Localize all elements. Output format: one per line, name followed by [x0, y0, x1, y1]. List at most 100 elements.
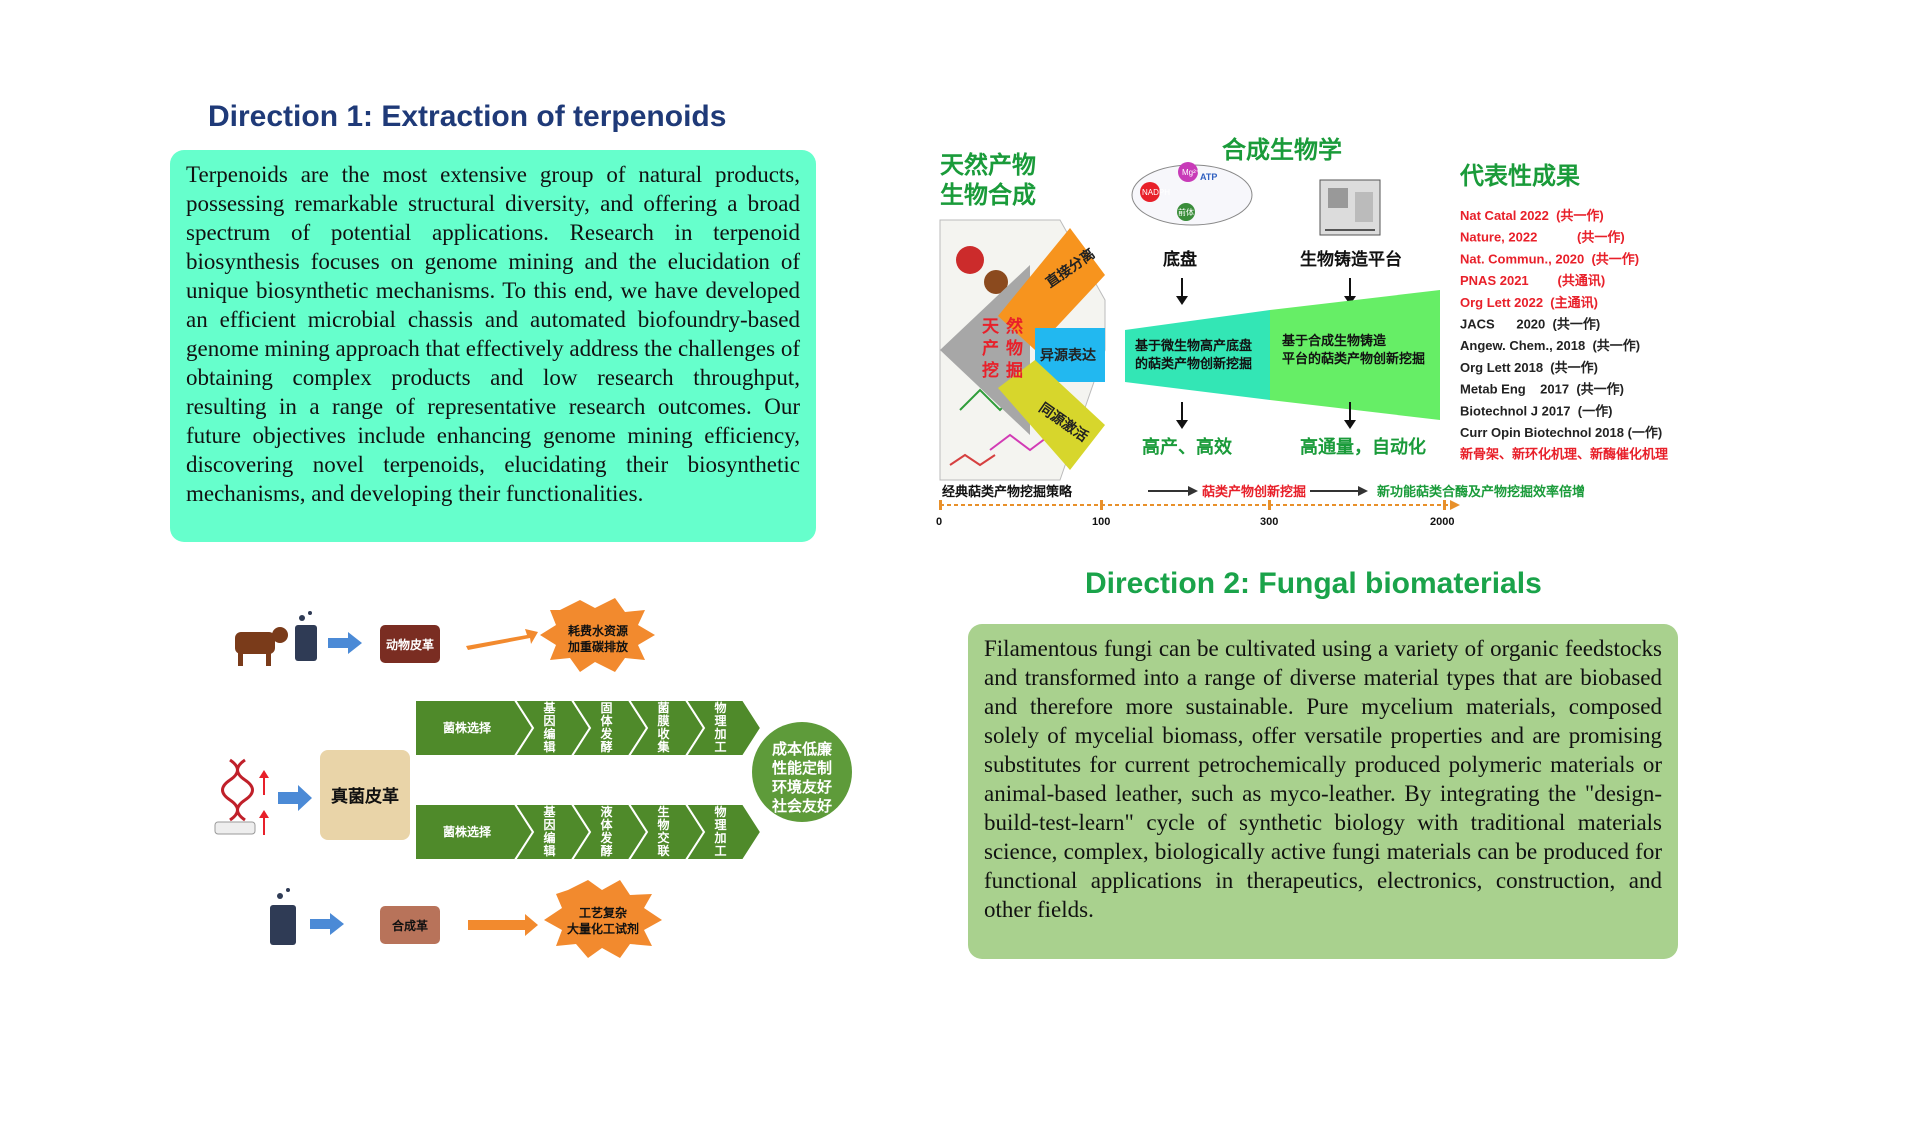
- timeline-label-innovative: 萜类产物创新挖掘: [1202, 484, 1306, 499]
- band-biofoundry: [1270, 290, 1440, 420]
- synthetic-leather-label: 合成革: [392, 918, 428, 933]
- band2-line1: 基于合成生物铸造: [1281, 333, 1387, 348]
- fungal-leather-label: 真菌皮革: [331, 786, 399, 806]
- fungal-leather-block: [320, 750, 410, 840]
- animal-burst-line1: 耗费水资源: [568, 623, 628, 638]
- direction2-description: Filamentous fungi can be cultivated usin…: [968, 624, 1678, 959]
- publication-list: Nat Catal 2022 (共一作) Nature, 2022 (共一作) Na…: [1460, 208, 1668, 462]
- band-chassis: [1125, 310, 1270, 400]
- arrow-icon: [278, 785, 312, 811]
- arrow-icon: [328, 632, 362, 654]
- arrow-icon: [466, 629, 538, 650]
- fan-label-heterologous: 异源表达: [1040, 347, 1096, 363]
- fan-segment-homologous: [998, 360, 1105, 470]
- up-arrow-icon: [259, 770, 269, 835]
- center-char: 然: [1006, 316, 1023, 336]
- benefit-item: 环境友好: [772, 778, 832, 796]
- process-step-label: 生物交联: [657, 804, 669, 858]
- benefit-item: 社会友好: [771, 797, 832, 815]
- burst-shape: [544, 880, 662, 958]
- process-step-label: 基因编辑: [542, 700, 556, 754]
- nadph-label: NADPH: [1142, 188, 1170, 197]
- publication-item: Org Lett 2018 (共一作): [1460, 360, 1598, 375]
- band1-line2: 的萜类产物创新挖掘: [1135, 356, 1252, 371]
- precursor-label: 前体: [1178, 207, 1194, 217]
- right-title: 代表性成果: [1459, 163, 1580, 190]
- mushroom-image: [984, 270, 1008, 294]
- publication-item: Metab Eng 2017 (共一作): [1460, 382, 1624, 397]
- direction2-title: Direction 2: Fungal biomaterials: [1085, 567, 1542, 600]
- burst-shape: [540, 598, 655, 672]
- process-step-label: 菌膜收集: [656, 700, 670, 754]
- publication-item: Nat. Commun., 2020 (共一作): [1460, 251, 1639, 266]
- process-step-label: 菌株选择: [443, 824, 492, 839]
- benefits-circle: [752, 722, 852, 822]
- center-char: 掘: [1006, 360, 1023, 380]
- middle-title: 合成生物学: [1222, 136, 1342, 164]
- synthetic-burst-line1: 工艺复杂: [579, 905, 627, 920]
- arrow-icon: [468, 914, 538, 936]
- process-step-chevron: [684, 699, 763, 757]
- atp-label: ATP: [1200, 172, 1217, 182]
- process-step-label: 物理加工: [713, 700, 726, 754]
- center-char: 物: [1006, 338, 1023, 358]
- publication-item: Nat Catal 2022 (共一作): [1460, 208, 1604, 223]
- publication-item: Angew. Chem., 2018 (共一作): [1460, 338, 1640, 353]
- animal-leather-block: [380, 625, 440, 663]
- direction1-description: Terpenoids are the most extensive group …: [170, 150, 816, 542]
- publication-item: Nature, 2022 (共一作): [1460, 230, 1625, 245]
- benefit-item: 成本低廉: [772, 740, 832, 758]
- band1-line1: 基于微生物高产底盘: [1134, 338, 1252, 353]
- beaker-icon: [270, 888, 296, 945]
- timeline-label-efficiency: 新功能萜类合酶及产物挖掘效率倍增: [1377, 484, 1585, 499]
- result-high-yield: 高产、高效: [1142, 436, 1233, 457]
- publication-item: 新骨架、新环化机理、新酶催化机理: [1460, 447, 1668, 462]
- left-title-line2: 生物合成: [940, 181, 1036, 209]
- publication-item: Org Lett 2022 (主通讯): [1460, 295, 1598, 310]
- process-step-label: 固体发酵: [599, 701, 613, 754]
- center-char: 产: [982, 338, 999, 358]
- beaker-icon: [295, 611, 317, 661]
- process-step-chevron: [684, 803, 763, 861]
- synthetic-burst-line2: 大量化工试剂: [567, 921, 639, 936]
- process-step-label: 液体发酵: [599, 804, 613, 858]
- terpenoid-mining-figure: 天然产物 生物合成 合成生物学 代表性成果 直接分离 异源表达 同源激活 天 然…: [936, 136, 1668, 528]
- cow-icon: [235, 627, 288, 666]
- publication-item: JACS 2020 (共一作): [1460, 317, 1600, 332]
- direction1-title: Direction 1: Extraction of terpenoids: [208, 100, 727, 133]
- center-char: 天: [982, 317, 1000, 336]
- dna-icon: [221, 758, 254, 822]
- molecule-structure: [949, 453, 996, 467]
- process-step-label: 基因编辑: [542, 804, 556, 858]
- cell-chassis-icon: Mg²⁺ ATP NADPH 前体: [1131, 162, 1253, 226]
- publication-item: PNAS 2021 (共通讯): [1460, 273, 1605, 288]
- biofoundry-machine-icon: [1319, 179, 1381, 236]
- band2-line2: 平台的萜类产物创新挖掘: [1282, 351, 1425, 366]
- animal-leather-label: 动物皮革: [386, 637, 434, 652]
- process-step-label: 菌株选择: [443, 720, 492, 735]
- left-title-line1: 天然产物: [940, 151, 1036, 179]
- fan-segment-direct: [998, 228, 1105, 350]
- fruit-image: [956, 246, 984, 274]
- platform-label: 生物铸造平台: [1300, 249, 1402, 269]
- fan-segment-heterologous: [1035, 328, 1105, 382]
- timeline-label-classic: 经典萜类产物挖掘策略: [942, 484, 1073, 499]
- benefit-item: 性能定制: [772, 759, 832, 777]
- petri-dish-icon: [214, 821, 256, 835]
- natural-product-fan: 直接分离 异源表达 同源激活 天 然 产 物 挖 掘: [939, 219, 1106, 481]
- arrow-icon: [310, 913, 344, 935]
- timeline-tick: 0: [936, 516, 942, 528]
- animal-burst-line2: 加重碳排放: [567, 639, 629, 654]
- timeline-tick: 2000: [1430, 516, 1454, 528]
- timeline-tick: 300: [1260, 516, 1278, 528]
- process-step-label: 物理加工: [713, 804, 726, 858]
- fungal-leather-figure: 动物皮革 耗费水资源 加重碳排放 真菌皮革 菌株选择基因编辑固体发酵菌膜收集物理…: [214, 598, 852, 958]
- synthetic-leather-block: [380, 906, 440, 944]
- molecule-structure: [989, 433, 1051, 452]
- center-char: 挖: [982, 360, 999, 380]
- publication-item: Curr Opin Biotechnol 2018 (一作): [1460, 425, 1662, 440]
- timeline-tick: 100: [1092, 516, 1110, 528]
- mg-label: Mg²⁺: [1182, 168, 1200, 177]
- result-high-throughput: 高通量，自动化: [1300, 436, 1426, 457]
- publication-item: Biotechnol J 2017 (一作): [1460, 403, 1612, 418]
